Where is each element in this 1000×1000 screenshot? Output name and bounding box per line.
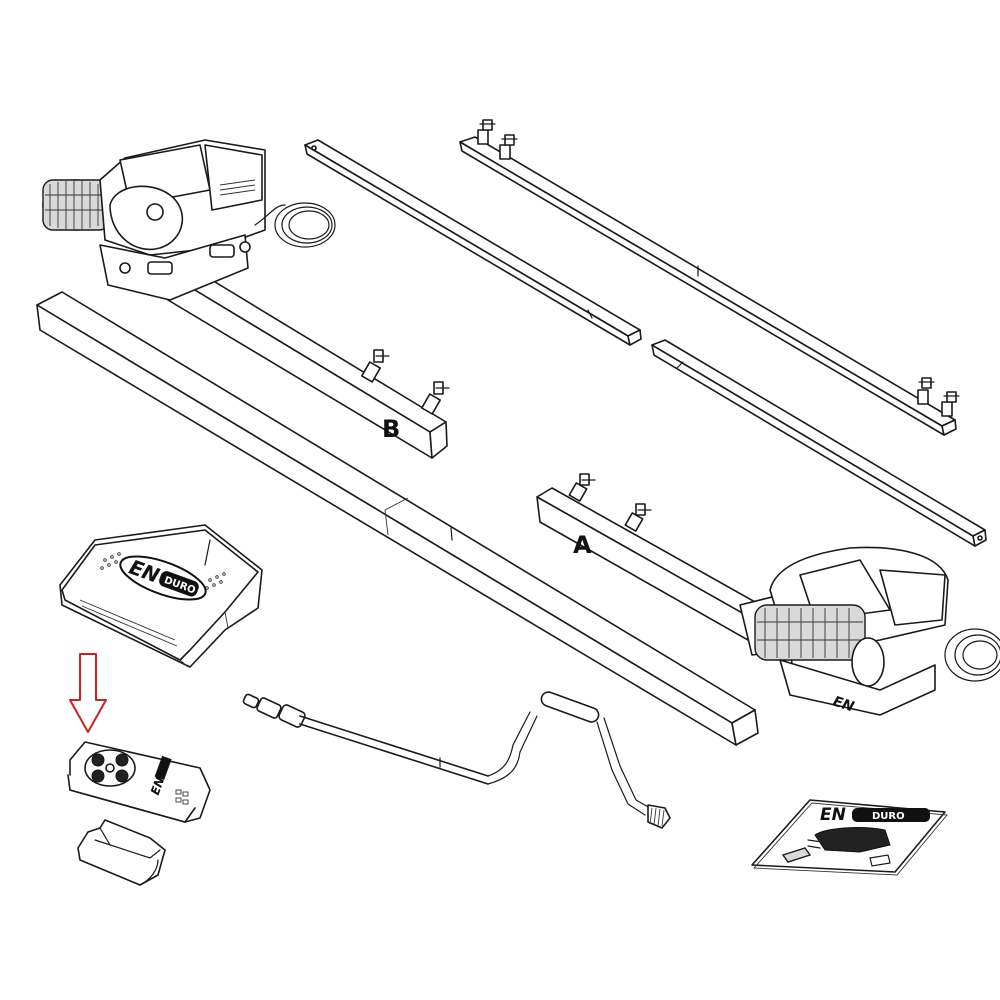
thin-bar-lower	[651, 339, 987, 547]
long-square-tube	[36, 291, 759, 746]
control-box-logo: EN DURO	[119, 555, 207, 601]
cross-bar-top	[459, 119, 960, 436]
control-box: EN DURO	[59, 524, 263, 668]
cross-bar-clamp-1	[477, 119, 496, 145]
svg-text:EN: EN	[820, 805, 846, 825]
red-down-arrow-icon	[69, 653, 107, 733]
remote-button-pad	[84, 749, 136, 787]
rail-b-label: B	[382, 415, 400, 443]
thin-bar-upper	[304, 139, 642, 346]
manual-logo: EN DURO	[820, 805, 930, 825]
rail-a-label: A	[573, 531, 592, 559]
right-motor-brand: EN	[831, 694, 856, 716]
remote-logo: EN	[148, 755, 172, 797]
rail-a-clamp-2	[624, 503, 652, 532]
svg-text:EN: EN	[148, 775, 167, 797]
manual-booklet: EN DURO	[751, 799, 948, 876]
remote-holder	[77, 819, 166, 886]
rail-b-clamp-2	[421, 381, 450, 415]
right-motor-unit: EN	[739, 546, 1000, 716]
cross-bar-clamp-2	[499, 134, 518, 160]
rail-b-clamp-1	[361, 349, 390, 383]
rail-a: A	[536, 473, 806, 666]
left-motor-unit	[42, 139, 336, 301]
cross-bar-clamp-4	[941, 391, 960, 417]
cross-bar-clamp-3	[917, 377, 935, 405]
rail-a-clamp-1	[568, 473, 596, 502]
remote-control: EN	[67, 741, 211, 823]
hand-crank	[242, 691, 671, 829]
svg-text:DURO: DURO	[872, 811, 905, 822]
